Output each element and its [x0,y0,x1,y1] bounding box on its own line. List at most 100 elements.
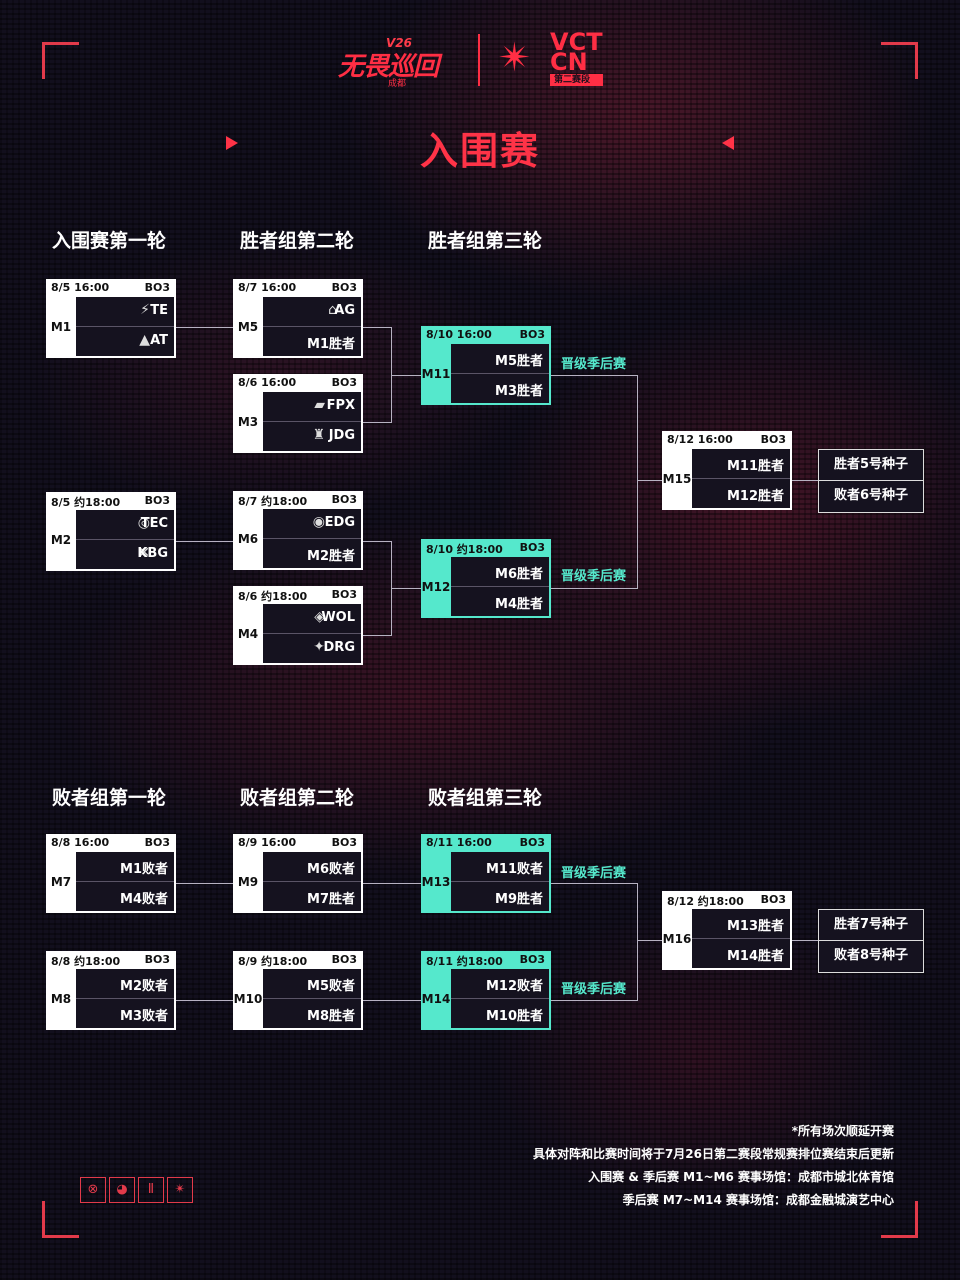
team-name: EDG [324,515,355,530]
team-row[interactable]: ✦DRG [263,634,361,663]
page-title: 入围赛 [419,129,540,173]
team-row[interactable]: M10胜者 [451,999,549,1028]
match-date: 8/11 16:00 [426,836,492,849]
team-row[interactable]: M6胜者 [451,557,549,587]
team-row[interactable]: M4败者 [76,882,174,911]
team-row[interactable]: M11胜者 [692,449,790,479]
team-row[interactable]: ⌂AG [263,297,361,327]
team-row[interactable]: M4胜者 [451,587,549,616]
team-row[interactable]: M14胜者 [692,939,790,968]
connector-line [551,883,637,884]
match-teams: M11败者 M9胜者 [451,852,549,911]
team-row[interactable]: M3败者 [76,999,174,1028]
match-format: BO3 [519,953,545,966]
match-id: M15 [662,472,692,486]
WOL-logo-icon: ◈ [314,609,325,625]
sponsor-icons: ⊗◕Ⅱ✴ [80,1177,196,1203]
match-date: 8/7 16:00 [238,281,297,294]
team-row[interactable]: M5胜者 [451,344,549,374]
vct-stage-badge: 第二赛段 [550,74,603,86]
team-row[interactable]: M7胜者 [263,882,361,911]
team-row[interactable]: ◉EDG [263,509,361,539]
JDG-logo-icon: ♜ [312,427,325,443]
vct-logo-line1: VCT [550,28,603,56]
corner-bracket-top-left [42,42,79,79]
match-id: M11 [421,367,451,381]
match-id: M14 [421,992,451,1006]
team-row[interactable]: M1败者 [76,852,174,882]
connector-line [176,327,234,328]
team-row[interactable]: M5败者 [263,969,361,999]
match-date: 8/8 约18:00 [51,955,121,968]
connector-line [176,883,234,884]
team-name: M4败者 [120,892,168,907]
team-row[interactable]: ◈WOL [263,604,361,634]
team-row[interactable]: M6败者 [263,852,361,882]
team-row[interactable]: M2胜者 [263,539,361,568]
team-row[interactable]: M12胜者 [692,479,790,508]
match-id: M3 [237,415,259,429]
match-teams: ◎TEC ✕KBG [76,510,174,569]
vct-star-icon: ✴ [498,35,532,81]
match-teams: ⌂AG M1胜者 [263,297,361,356]
team-row[interactable]: ✕KBG [76,540,174,569]
sponsor-3-icon: Ⅱ [138,1177,164,1203]
team-row[interactable]: M13胜者 [692,909,790,939]
team-row[interactable]: M12败者 [451,969,549,999]
team-row[interactable]: ▲AT [76,327,174,356]
match-id: M1 [50,320,72,334]
match-teams: M6败者 M7胜者 [263,852,361,911]
team-row[interactable]: ◎TEC [76,510,174,540]
team-row[interactable]: M8胜者 [263,999,361,1028]
team-row[interactable]: ♜JDG [263,422,361,451]
connector-line [391,588,421,589]
sponsor-panda-icon: ◕ [109,1177,135,1203]
team-name: M6败者 [307,862,355,877]
seed-winner: 胜者5号种子 [819,450,923,481]
match-date: 8/12 约18:00 [667,895,744,908]
team-name: M14胜者 [726,949,784,964]
team-row[interactable]: M3胜者 [451,374,549,403]
connector-line [391,375,421,376]
team-name: AG [334,303,355,318]
DRG-logo-icon: ✦ [313,639,325,655]
match-date: 8/6 16:00 [238,376,297,389]
match-id: M7 [50,875,72,889]
team-name: M4胜者 [495,597,543,612]
seed-loser: 败者8号种子 [833,948,909,963]
team-row[interactable]: ▰FPX [263,392,361,422]
team-row[interactable]: ⚡TE [76,297,174,327]
match-teams: ▰FPX ♜JDG [263,392,361,451]
team-row[interactable]: M11败者 [451,852,549,882]
team-row[interactable]: M9胜者 [451,882,549,911]
match-format: BO3 [519,541,545,554]
match-format: BO3 [760,433,786,446]
seed-result-upper: 胜者5号种子 败者6号种子 [818,449,924,513]
corner-bracket-top-right [881,42,918,79]
title-arrow-right-icon [722,136,734,150]
match-format: BO3 [144,836,170,849]
team-row[interactable]: M2败者 [76,969,174,999]
team-row[interactable]: M1胜者 [263,327,361,356]
